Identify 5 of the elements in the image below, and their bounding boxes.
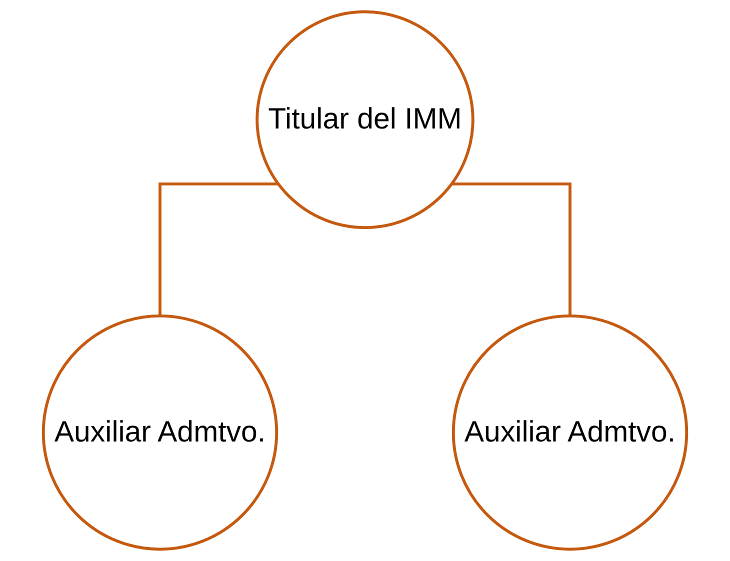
node-circle: Auxiliar Admtvo.: [452, 314, 688, 551]
node-circle: Auxiliar Admtvo.: [42, 314, 278, 551]
connector: [452, 182, 572, 316]
node-circle: Titular del IMM: [256, 10, 474, 230]
connector: [158, 182, 278, 316]
